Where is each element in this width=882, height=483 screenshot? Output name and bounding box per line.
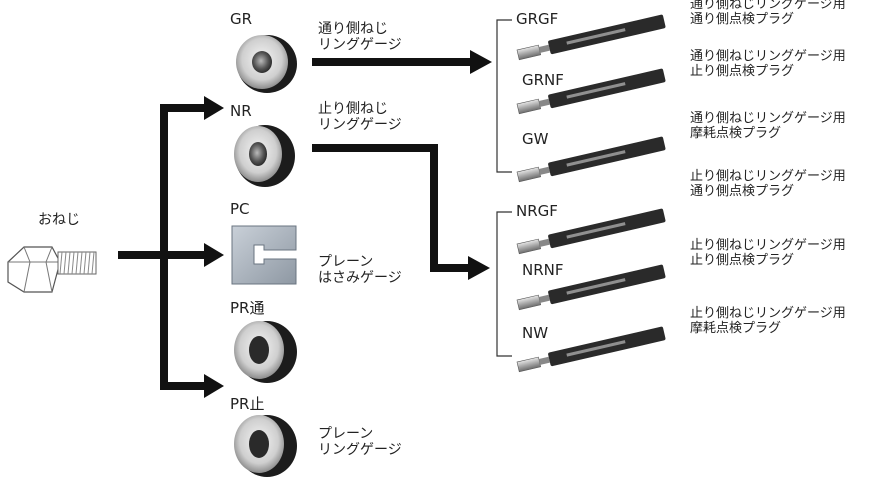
bolt-image (7, 246, 97, 293)
plug-desc-gw-line1: 通り側ねじリングゲージ用 (690, 111, 846, 126)
plug-desc-nw-line1: 止り側ねじリングゲージ用 (690, 306, 846, 321)
plug-desc-nw-line2: 摩耗点検プラグ (690, 321, 782, 336)
plug-desc-grgf: 通り側ねじリングゲージ用 通り側点検プラグ (690, 0, 846, 27)
plug-grgf-image (516, 14, 666, 61)
plug-gw-image (516, 136, 666, 183)
ring-desc-pc-line2: はさみゲージ (318, 270, 402, 286)
ring-code-gr: GR (230, 10, 253, 28)
ring-code-pc: PC (230, 200, 250, 218)
plug-desc-nrnf-line2: 止り側点検プラグ (690, 253, 795, 268)
plug-desc-gw: 通り側ねじリングゲージ用 摩耗点検プラグ (690, 111, 846, 141)
plug-desc-grnf: 通り側ねじリングゲージ用 止り側点検プラグ (690, 49, 846, 79)
ring-desc-pr-line1: プレーン (318, 426, 374, 442)
flow-arrows (118, 50, 492, 398)
plug-grnf-image (516, 68, 666, 115)
plug-nw-image (516, 326, 666, 373)
plug-desc-nw: 止り側ねじリングゲージ用 摩耗点検プラグ (690, 306, 846, 336)
plug-nrgf-image (516, 208, 666, 255)
ring-desc-gr-line2: リングゲージ (318, 37, 402, 53)
plug-code-grnf: GRNF (522, 71, 564, 89)
plug-desc-nrgf: 止り側ねじリングゲージ用 通り側点検プラグ (690, 169, 846, 199)
ring-code-pr-go: PR通 (230, 299, 265, 317)
plug-desc-nrnf: 止り側ねじリングゲージ用 止り側点検プラグ (690, 238, 846, 268)
ring-desc-nr: 止り側ねじ リングゲージ (318, 101, 402, 133)
plug-code-nw: NW (522, 324, 549, 342)
plug-desc-grgf-line2: 通り側点検プラグ (690, 12, 795, 27)
ring-pr-nogo-image (234, 415, 297, 477)
plug-nrnf-image (516, 264, 666, 311)
plain-caliper-gauge-image (231, 225, 297, 285)
ring-code-pr-nogo: PR止 (230, 395, 265, 413)
ring-code-nr: NR (230, 102, 252, 120)
plug-code-nrgf: NRGF (516, 202, 558, 220)
bolt-label: おねじ (38, 212, 80, 228)
ring-pr-go-image (234, 321, 297, 383)
ring-desc-nr-line2: リングゲージ (318, 117, 402, 133)
ring-gr-image (236, 35, 297, 93)
plug-desc-nrnf-line1: 止り側ねじリングゲージ用 (690, 238, 846, 253)
ring-desc-gr: 通り側ねじ リングゲージ (318, 21, 402, 53)
plug-desc-nrgf-line2: 通り側点検プラグ (690, 184, 795, 199)
ring-desc-gr-line1: 通り側ねじ (318, 21, 388, 37)
plug-code-gw: GW (522, 130, 549, 148)
plug-desc-grgf-line1: 通り側ねじリングゲージ用 (690, 0, 846, 12)
plug-desc-grnf-line2: 止り側点検プラグ (690, 64, 795, 79)
ring-nr-image (234, 125, 295, 187)
ring-desc-nr-line1: 止り側ねじ (318, 101, 388, 117)
plug-brackets (496, 19, 512, 357)
ring-desc-pc: プレーン はさみゲージ (318, 254, 402, 286)
plug-code-grgf: GRGF (516, 10, 559, 28)
ring-desc-pr: プレーン リングゲージ (318, 426, 402, 458)
plug-desc-nrgf-line1: 止り側ねじリングゲージ用 (690, 169, 846, 184)
ring-desc-pc-line1: プレーン (318, 254, 374, 270)
plug-code-nrnf: NRNF (522, 261, 564, 279)
ring-desc-pr-line2: リングゲージ (318, 442, 402, 458)
plug-desc-grnf-line1: 通り側ねじリングゲージ用 (690, 49, 846, 64)
plug-desc-gw-line2: 摩耗点検プラグ (690, 126, 782, 141)
